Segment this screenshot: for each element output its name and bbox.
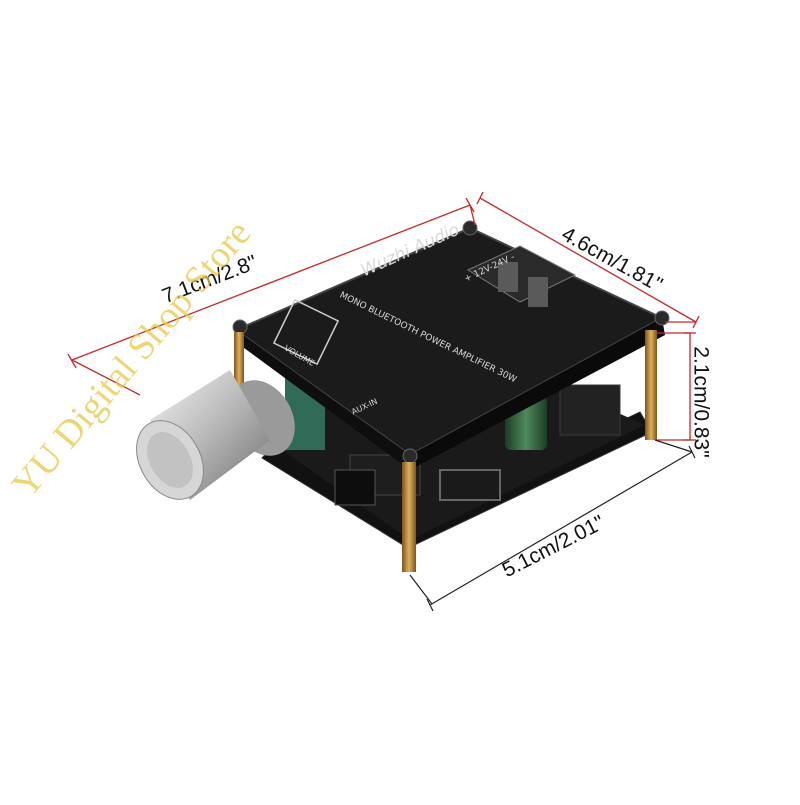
bluetooth-antenna [439,469,501,501]
dimension-lines [67,191,700,441]
width-dimension-line [409,439,696,612]
standoff-right [645,330,657,440]
height-dimension: 2.1cm/0.83" [689,346,713,458]
standoff-front [402,462,416,572]
volume-knob [136,370,295,500]
aux-jack [334,469,376,506]
